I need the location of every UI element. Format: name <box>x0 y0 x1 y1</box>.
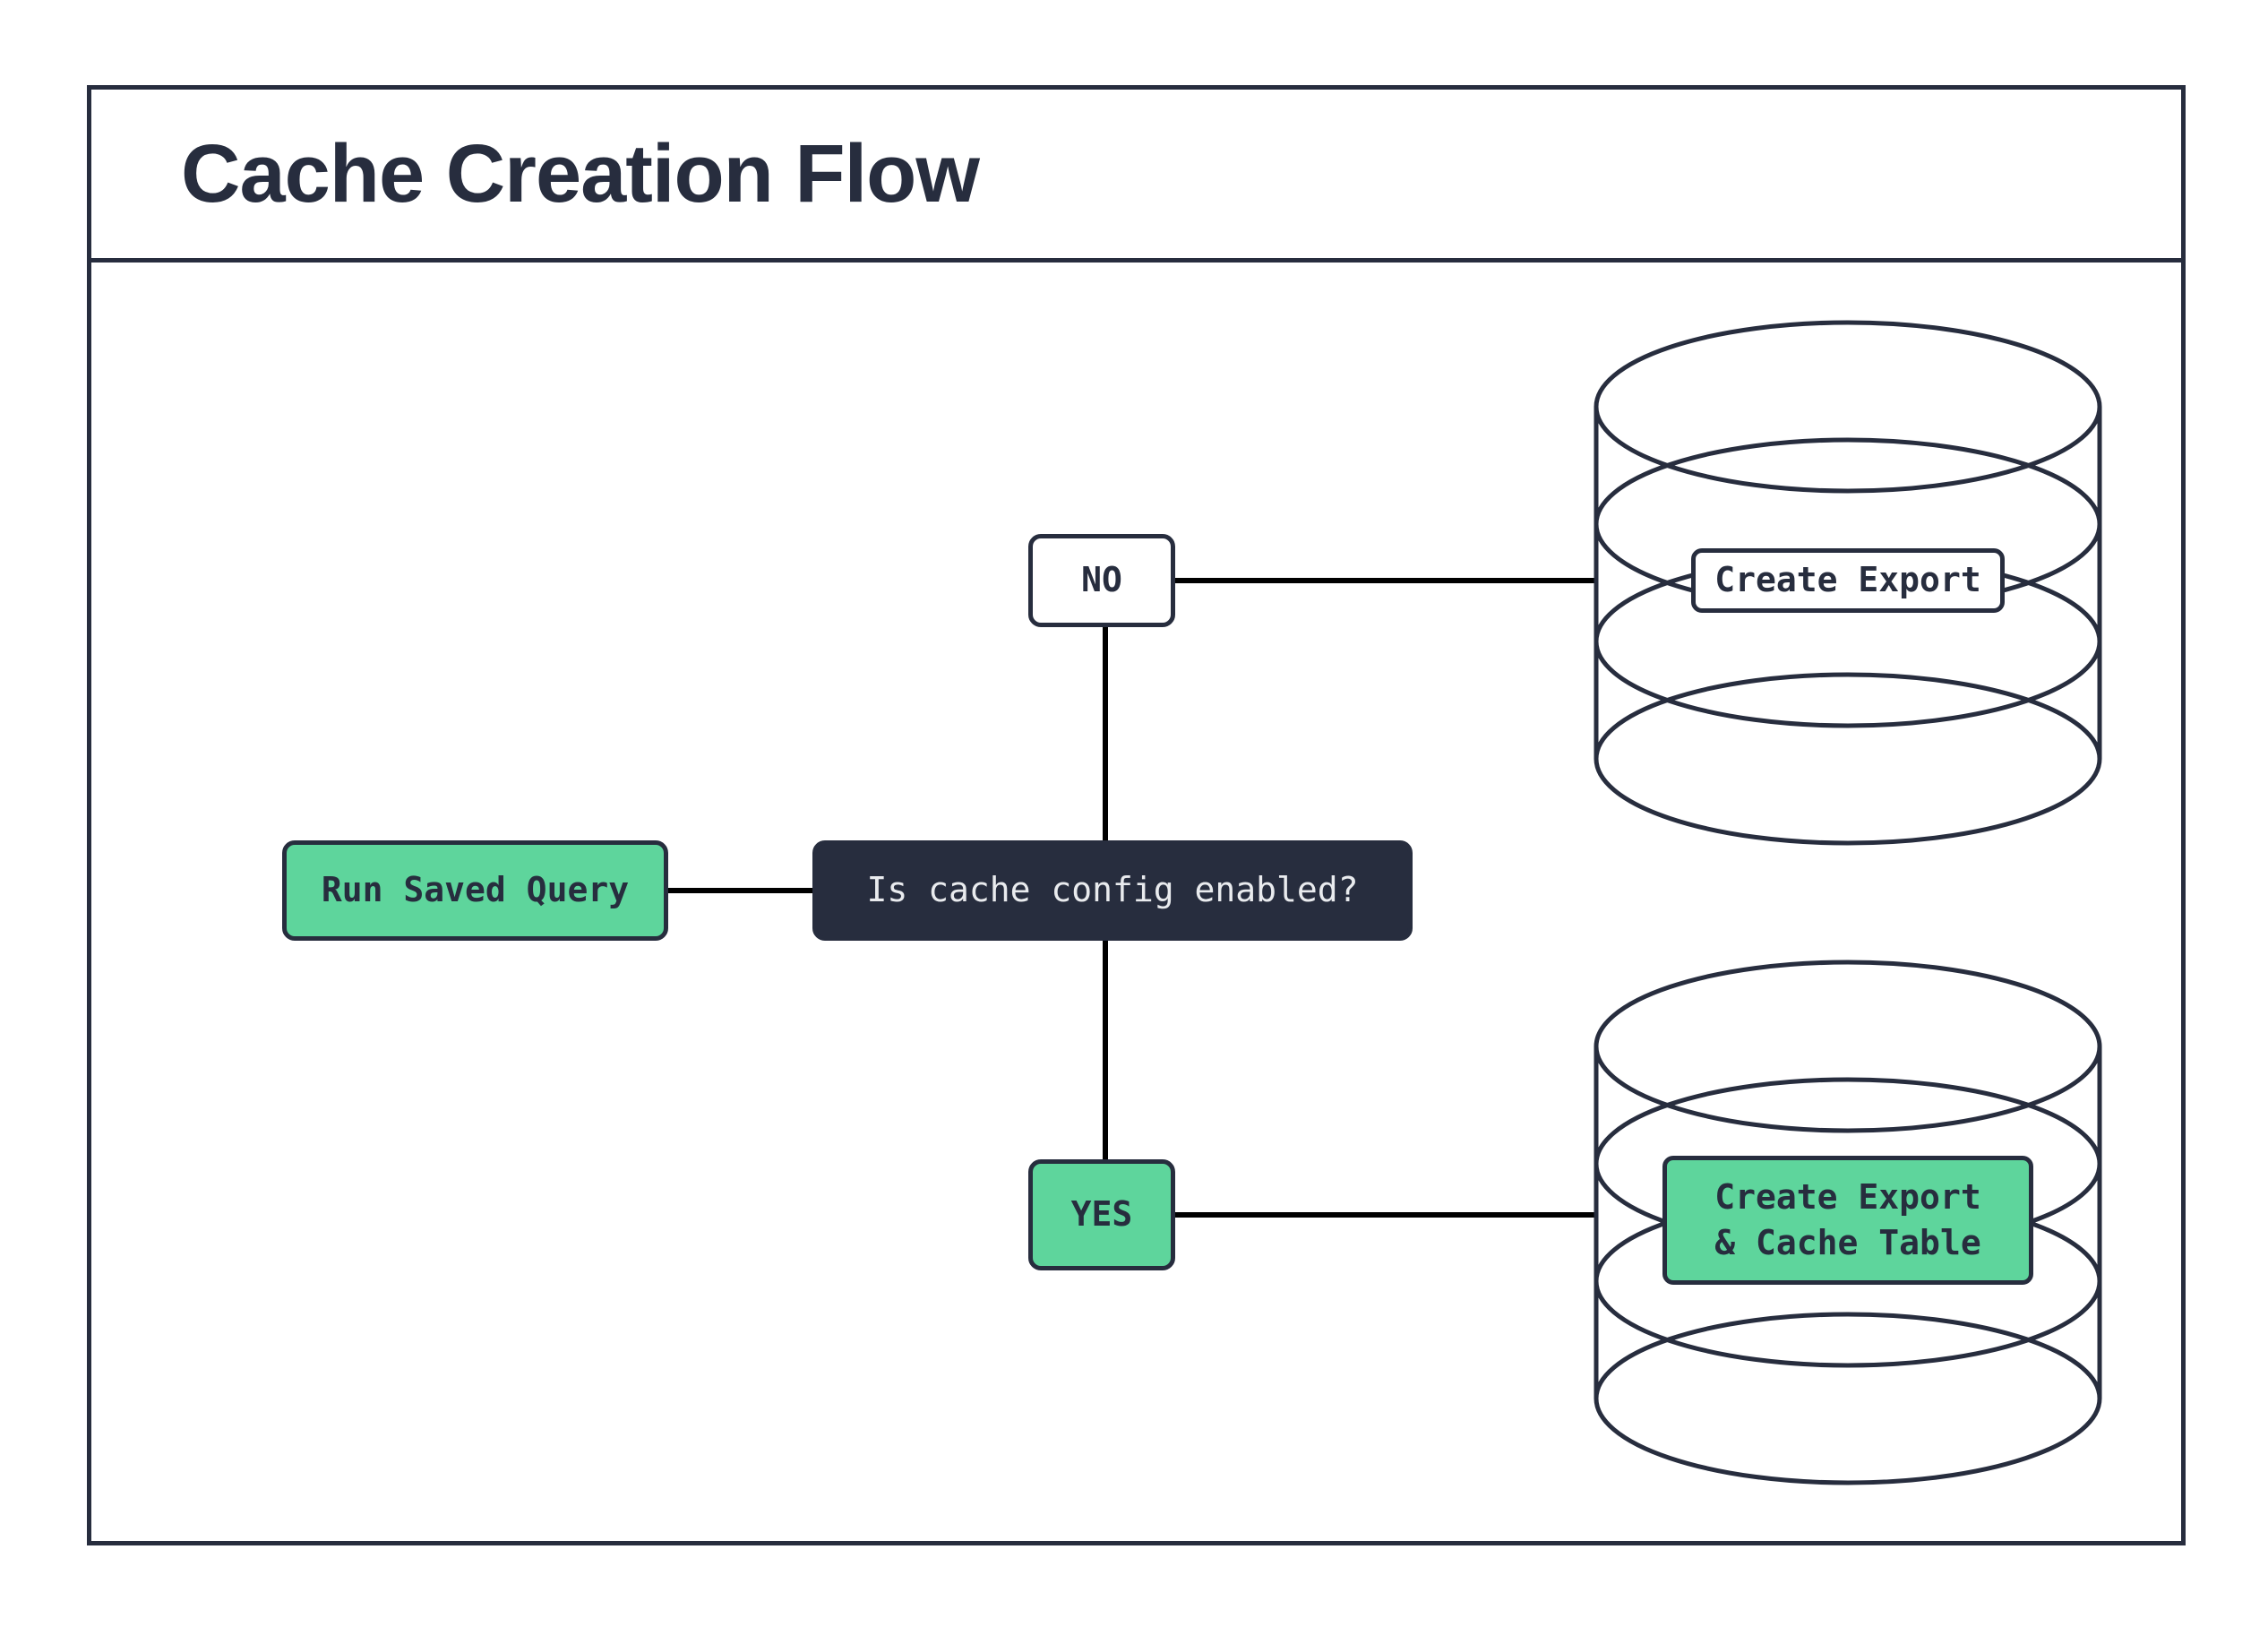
database-cylinder-bottom-icon <box>1594 960 2102 1485</box>
node-branch-no: NO <box>1028 534 1175 627</box>
title-bar: Cache Creation Flow <box>91 90 2181 263</box>
node-create-export-label: Create Export <box>1714 560 1981 600</box>
node-create-export-cache-table: Create Export & Cache Table <box>1662 1156 2033 1285</box>
node-run-saved-query-label: Run Saved Query <box>321 870 630 910</box>
diagram-frame: Cache Creation Flow <box>87 85 2186 1545</box>
node-decision-label: Is cache config enabled? <box>866 870 1359 910</box>
node-create-export-cache-line1: Create Export <box>1714 1176 1981 1217</box>
node-branch-yes: YES <box>1028 1159 1175 1270</box>
node-yes-label: YES <box>1070 1194 1133 1235</box>
node-run-saved-query: Run Saved Query <box>282 840 668 941</box>
page-title: Cache Creation Flow <box>181 127 980 220</box>
connector-lines <box>668 578 1596 1218</box>
node-create-export-cache-line2: & Cache Table <box>1714 1223 1981 1262</box>
node-decision-cache-config: Is cache config enabled? <box>812 840 1413 941</box>
node-no-label: NO <box>1081 560 1122 600</box>
database-cylinder-top-icon <box>1594 320 2102 846</box>
node-create-export: Create Export <box>1691 548 2005 613</box>
